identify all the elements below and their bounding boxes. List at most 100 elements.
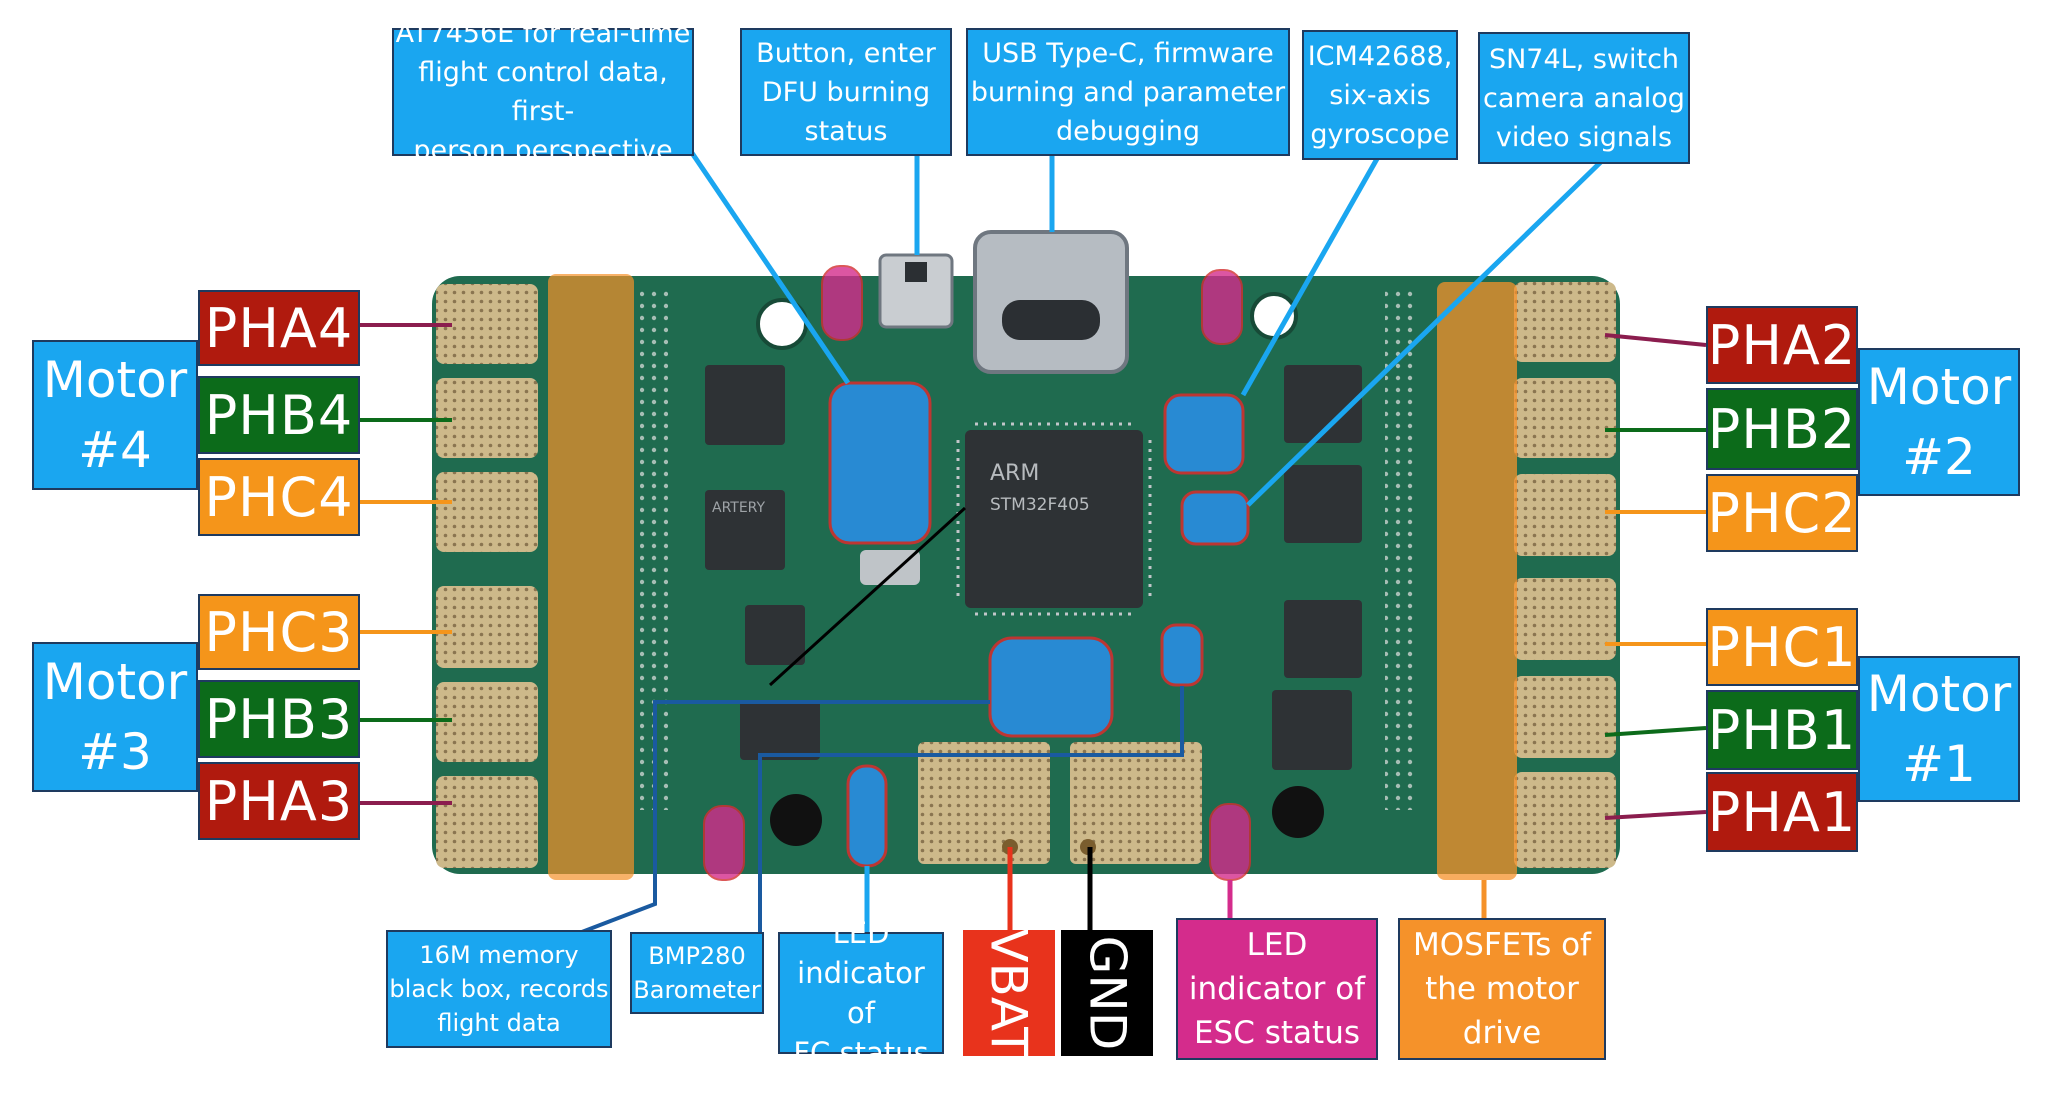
callout-at7456e-text: AT7456E for real-time flight control dat…: [395, 18, 691, 166]
callout-memory: 16M memory black box, records flight dat…: [386, 930, 612, 1048]
motor-pad: [436, 472, 538, 552]
label-phb2: PHB2: [1706, 388, 1858, 470]
led-highlight: [703, 805, 745, 881]
left-motor-pads: [436, 284, 538, 868]
motor-pad: [1514, 578, 1616, 660]
label-pha3: PHA3: [198, 762, 360, 840]
motor-2-text: Motor #2: [1866, 358, 2012, 486]
motor-3-text: Motor #3: [42, 653, 188, 781]
ic-chip: [745, 605, 805, 665]
label-pha2: PHA2: [1706, 306, 1858, 384]
callout-button: Button, enter DFU burning status: [740, 28, 952, 156]
capacitor: [1272, 786, 1324, 838]
leader-bmp: [758, 686, 1184, 938]
label-motor-2: Motor #2: [1858, 348, 2020, 496]
motor-pad: [1514, 772, 1616, 868]
label-phc4: PHC4: [198, 458, 360, 536]
leader-pha1: [1604, 810, 1707, 820]
motor-pad: [1514, 282, 1616, 362]
ic-chip: [1284, 365, 1362, 443]
label-motor-3: Motor #3: [32, 642, 198, 792]
motor-1-text: Motor #1: [1866, 665, 2012, 793]
pha1-text: PHA1: [1707, 780, 1857, 844]
label-pha4: PHA4: [198, 290, 360, 366]
via-field: [1385, 290, 1413, 810]
callout-fc-led-text: LED indicator of FC status: [793, 916, 929, 1070]
phb3-text: PHB3: [204, 687, 354, 751]
ic-chip: [705, 365, 785, 445]
motor-4-text: Motor #4: [42, 351, 188, 479]
callout-bmp280-text: BMP280 Barometer: [633, 942, 761, 1004]
callout-usb-text: USB Type-C, firmware burning and paramet…: [970, 37, 1286, 147]
leader-phb1: [1604, 726, 1707, 737]
phb1-text: PHB1: [1707, 698, 1857, 762]
mcu-part-mark: STM32F405: [990, 495, 1090, 515]
pha2-text: PHA2: [1707, 313, 1857, 377]
phb4-text: PHB4: [204, 383, 354, 447]
phc4-text: PHC4: [204, 465, 354, 529]
leader-pha2: [1604, 333, 1707, 347]
icm42688-highlight: [1163, 393, 1245, 475]
callout-at7456e: AT7456E for real-time flight control dat…: [392, 18, 694, 166]
motor-pad: [436, 682, 538, 762]
callout-vbat: VBAT: [963, 928, 1055, 1058]
mcu-chip: [965, 430, 1143, 608]
leader-mcu: [768, 506, 967, 687]
label-phb4: PHB4: [198, 376, 360, 454]
fc-led-highlight: [846, 764, 888, 868]
pha3-text: PHA3: [204, 769, 354, 833]
ic-chip: [705, 490, 785, 570]
callout-gnd-text: GND: [1078, 935, 1136, 1051]
led-highlight: [821, 265, 863, 341]
label-phc3: PHC3: [198, 594, 360, 670]
label-phc1: PHC1: [1706, 608, 1858, 686]
callout-sn74l: SN74L, switch camera analog video signal…: [1478, 32, 1690, 164]
ic-chip: [1272, 690, 1352, 770]
bmp280-highlight: [1160, 623, 1204, 687]
at7456e-highlight: [828, 381, 932, 545]
led-highlight: [1201, 269, 1243, 345]
motor-pad: [436, 776, 538, 868]
motor-pad: [1514, 378, 1616, 458]
callout-usb: USB Type-C, firmware burning and paramet…: [966, 28, 1290, 156]
memory-highlight: [988, 636, 1114, 738]
pha4-text: PHA4: [204, 296, 354, 360]
callout-gnd: GND: [1061, 930, 1153, 1056]
phc3-text: PHC3: [204, 600, 354, 664]
leader-icm: [1240, 148, 1385, 397]
callout-button-text: Button, enter DFU burning status: [756, 37, 936, 147]
phb2-text: PHB2: [1707, 397, 1857, 461]
label-motor-4: Motor #4: [32, 340, 198, 490]
ic-chip: [1284, 465, 1362, 543]
label-phc2: PHC2: [1706, 474, 1858, 552]
mosfet-strip-left: [548, 274, 634, 880]
motor-pad: [436, 378, 538, 458]
gnd-pad: [1070, 742, 1202, 864]
crystal: [860, 550, 920, 585]
phc1-text: PHC1: [1707, 615, 1857, 679]
ic-chip: [1284, 600, 1362, 678]
callout-mosfets: MOSFETs of the motor drive: [1398, 918, 1606, 1060]
mcu-brand-mark: ARM: [990, 461, 1039, 486]
label-pha1: PHA1: [1706, 772, 1858, 852]
callout-mosfets-text: MOSFETs of the motor drive: [1413, 927, 1591, 1051]
motor-pad: [1514, 474, 1616, 556]
aux-brand-mark: ARTERY: [712, 500, 766, 516]
mosfet-strip-right: [1437, 282, 1517, 880]
callout-sn74l-text: SN74L, switch camera analog video signal…: [1483, 43, 1685, 153]
motor-pad: [1514, 676, 1616, 758]
esc-led-highlight: [1209, 803, 1251, 881]
callout-icm42688-text: ICM42688, six-axis gyroscope: [1307, 40, 1453, 150]
callout-memory-text: 16M memory black box, records flight dat…: [389, 941, 609, 1037]
callout-esc-led: LED indicator of ESC status: [1176, 918, 1378, 1060]
vbat-pad: [918, 742, 1050, 864]
ic-chip: [740, 700, 820, 760]
label-phb1: PHB1: [1706, 690, 1858, 770]
leader-memory: [539, 700, 990, 950]
phc2-text: PHC2: [1707, 481, 1857, 545]
right-motor-pads: [1514, 282, 1616, 868]
sn74l-highlight: [1180, 490, 1250, 546]
callout-icm42688: ICM42688, six-axis gyroscope: [1302, 30, 1458, 160]
